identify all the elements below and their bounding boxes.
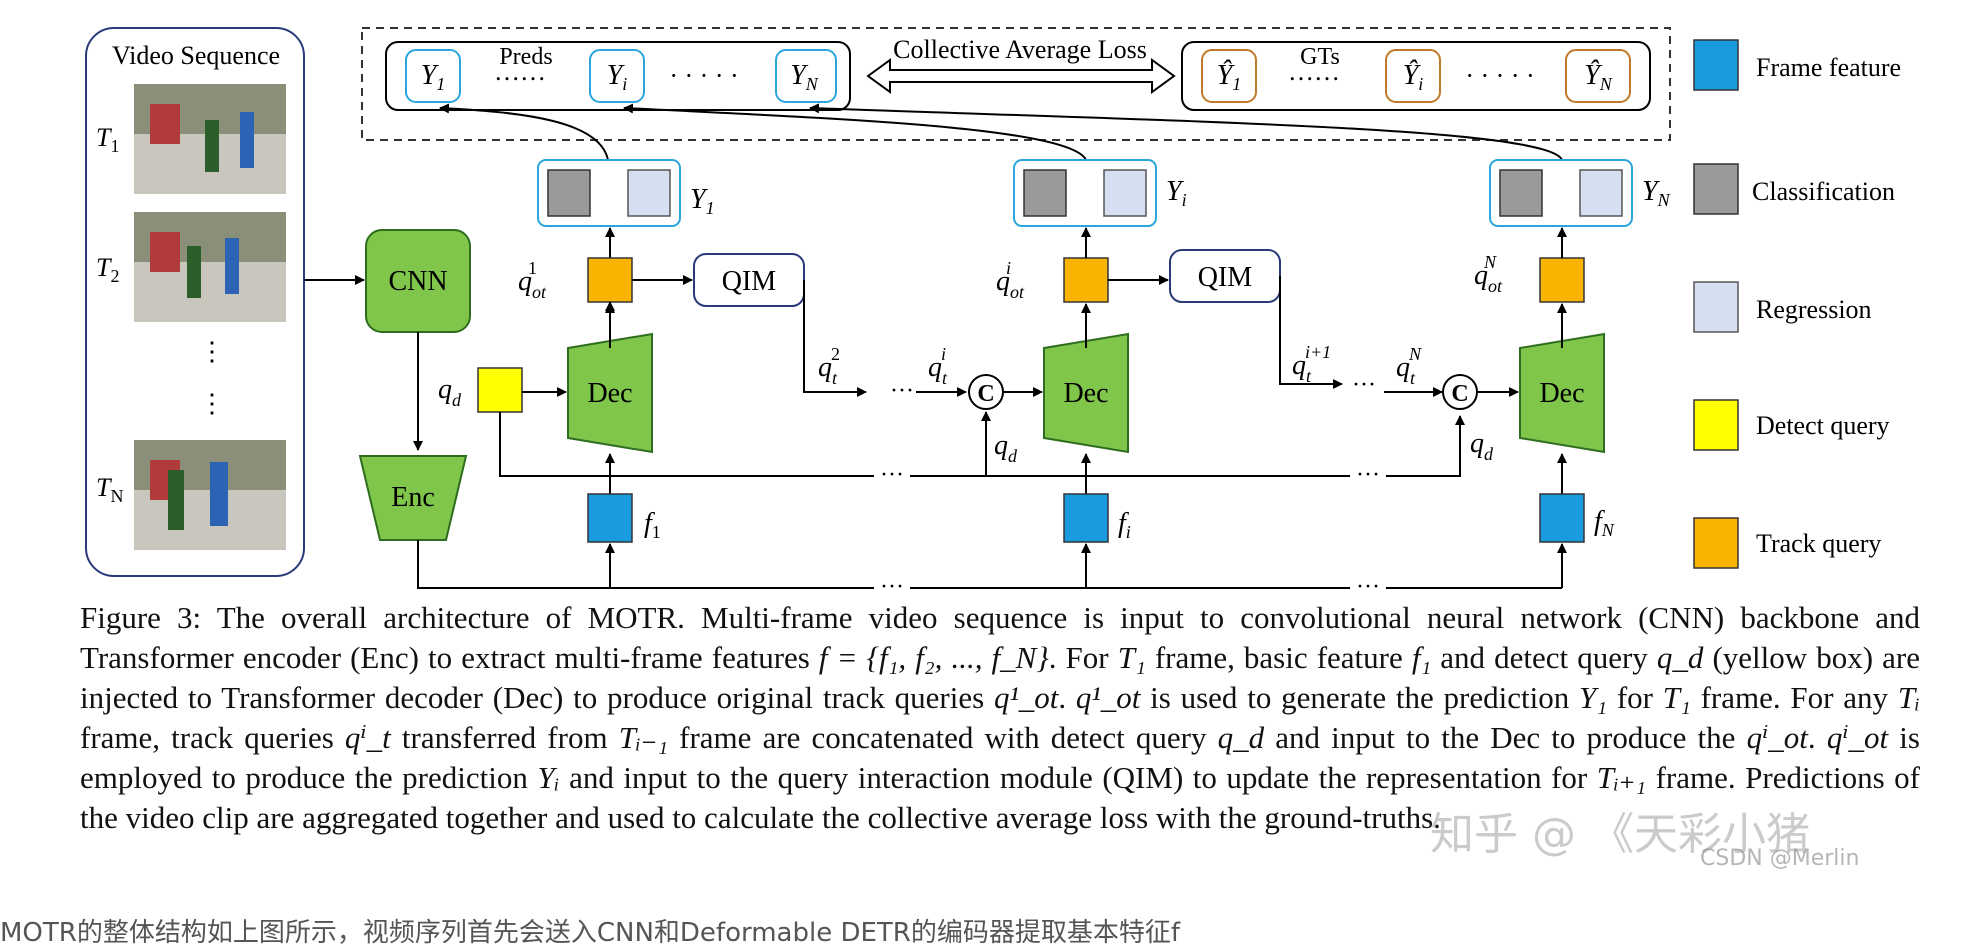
svg-text:qti+1: qti+1 [1292, 342, 1331, 386]
vertical-dots-icon: ⋮ [199, 389, 225, 418]
svg-text:qotN: qotN [1474, 252, 1503, 296]
frame-feature-square-i [1063, 493, 1109, 543]
dots-gts-2: · · · · · [1465, 61, 1534, 90]
svg-text:C: C [977, 381, 994, 407]
frame-feature-square-n [1539, 493, 1585, 543]
csdn-watermark: CSDN @Merlin [1700, 846, 1860, 871]
prediction-loss-region [361, 27, 1671, 141]
legend-swatch-frame-feature [1693, 39, 1739, 91]
detect-query-square-1 [477, 367, 523, 413]
svg-text:f1: f1 [644, 508, 661, 542]
gts-label: GTs [1300, 44, 1340, 70]
frame-label-tn: TN [96, 473, 123, 506]
classification-square-1 [547, 169, 591, 217]
svg-text:qt2: qt2 [818, 344, 840, 388]
svg-text:···: ··· [1356, 462, 1380, 488]
svg-text:Ŷi: Ŷi [1403, 60, 1424, 94]
svg-text:···: ··· [890, 378, 914, 404]
legend-label-regression: Regression [1756, 295, 1872, 324]
figure-caption: Figure 3: The overall architecture of MO… [80, 600, 1920, 835]
enc-label: Enc [391, 482, 435, 513]
svg-text:C: C [1451, 381, 1468, 407]
svg-text:···: ··· [1352, 372, 1376, 398]
qim-label-1: QIM [722, 266, 777, 297]
motr-architecture-diagram: Video Sequence ⋮ ⋮ T1 T2 TN CNN Enc ··· … [85, 27, 1901, 600]
classification-square-n [1499, 169, 1543, 217]
dec-block-i [1043, 332, 1129, 454]
svg-text:fi: fi [1118, 508, 1131, 542]
frame-feature-square-1 [587, 493, 633, 543]
regression-square-n [1579, 169, 1623, 217]
legend-label-track-query: Track query [1756, 529, 1881, 558]
enc-block [358, 455, 468, 541]
svg-text:YN: YN [790, 60, 819, 94]
frame-label-t2: T2 [96, 253, 119, 286]
legend: Frame feature Classification Regression … [1693, 39, 1901, 569]
cnn-label: CNN [388, 266, 447, 297]
legend-swatch-regression [1693, 281, 1739, 333]
dec-block-1 [567, 332, 653, 454]
gt-y1-box [1201, 49, 1257, 103]
svg-text:qoti: qoti [996, 258, 1025, 302]
pred-yn-box [775, 49, 837, 103]
legend-label-frame-feature: Frame feature [1756, 53, 1901, 82]
dec-label-1: Dec [587, 378, 632, 409]
svg-text:Yi: Yi [1166, 176, 1187, 210]
legend-label-classification: Classification [1752, 177, 1895, 206]
collective-loss-label: Collective Average Loss [893, 35, 1147, 64]
collective-loss-arrow [866, 58, 1176, 94]
svg-text:fN: fN [1594, 506, 1615, 540]
qim-label-i: QIM [1198, 262, 1253, 293]
pred-y1-box [405, 49, 461, 103]
legend-swatch-track-query [1693, 517, 1739, 569]
svg-text:qd: qd [438, 374, 462, 410]
legend-swatch-classification [1693, 163, 1739, 215]
svg-text:Y1: Y1 [690, 184, 715, 218]
svg-text:Yi: Yi [607, 60, 628, 94]
svg-text:···: ··· [1356, 574, 1380, 600]
svg-text:qd: qd [1470, 428, 1494, 464]
legend-swatch-detect-query [1693, 399, 1739, 451]
vertical-dots-icon: ⋮ [199, 337, 225, 366]
dots-preds-1: …… [494, 57, 546, 86]
track-query-square-n [1539, 257, 1585, 303]
classification-square-i [1023, 169, 1067, 217]
regression-square-i [1103, 169, 1147, 217]
zhihu-watermark: 知乎 @ 《天彩小猪 [1430, 809, 1810, 860]
frame-label-t1: T1 [96, 123, 119, 156]
concat-node-n [1442, 374, 1478, 410]
dec-label-n: Dec [1539, 378, 1584, 409]
gt-yn-box [1565, 49, 1631, 103]
regression-square-1 [627, 169, 671, 217]
svg-text:qtN: qtN [1396, 344, 1422, 388]
article-text-line: MOTR的整体结构如上图所示，视频序列首先会送入CNN和Deformable D… [0, 918, 1181, 948]
track-query-square-i [1063, 257, 1109, 303]
svg-text:qd: qd [994, 430, 1018, 466]
svg-text:YN: YN [1642, 176, 1671, 210]
pred-yi-box [589, 49, 645, 103]
svg-text:qot1: qot1 [518, 258, 547, 302]
legend-label-detect-query: Detect query [1756, 411, 1890, 440]
track-query-square-1 [587, 257, 633, 303]
svg-text:···: ··· [880, 574, 904, 600]
svg-text:qti: qti [928, 344, 948, 388]
dec-block-n [1519, 332, 1605, 454]
svg-text:···: ··· [880, 462, 904, 488]
dots-gts-1: …… [1288, 57, 1340, 86]
dots-preds-2: · · · · · [669, 61, 738, 90]
video-sequence-label: Video Sequence [112, 41, 280, 70]
preds-label: Preds [499, 44, 552, 70]
gt-yi-box [1385, 49, 1441, 103]
concat-node-i [968, 374, 1004, 410]
dec-label-i: Dec [1063, 378, 1108, 409]
